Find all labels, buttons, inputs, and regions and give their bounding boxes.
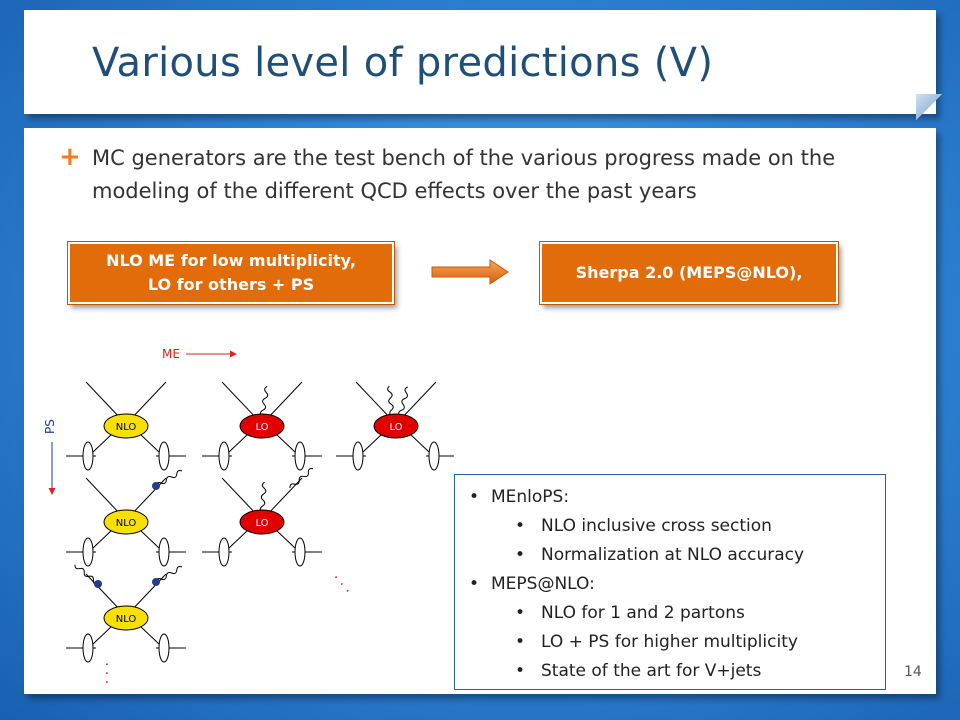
sherpa-box: Sherpa 2.0 (MEPS@NLO), <box>539 241 839 305</box>
content-panel: + MC generators are the test bench of th… <box>24 128 936 694</box>
ps-label: PS <box>43 419 57 434</box>
info-sub-item: Normalization at NLO accuracy <box>455 541 885 570</box>
dots-vertical: . . . <box>102 662 118 684</box>
lo-label: LO <box>389 422 402 433</box>
page-number: 14 <box>904 664 922 680</box>
nlo-label: NLO <box>116 614 137 625</box>
right-arrow-icon <box>431 259 509 285</box>
diagram-lo-1: LO <box>201 381 323 471</box>
diagram-lo-3: LO <box>201 466 323 567</box>
diagram-nlo-1: NLO <box>65 381 187 471</box>
main-bullet: + MC generators are the test bench of th… <box>59 142 900 208</box>
feynman-diagrams: ME PS NLO LO LO NL <box>43 347 454 684</box>
nlo-label: NLO <box>116 518 137 529</box>
bullet-text: MC generators are the test bench of the … <box>92 146 836 203</box>
nlo-me-box-line2: LO for others + PS <box>147 275 315 294</box>
lo-label: LO <box>255 422 268 433</box>
info-sub-item: State of the art for V+jets <box>455 657 885 686</box>
info-sub-item: LO + PS for higher multiplicity <box>455 628 885 657</box>
info-sub-item: NLO for 1 and 2 partons <box>455 599 885 628</box>
dots-diagonal: . . . <box>331 568 358 595</box>
nlo-me-box: NLO ME for low multiplicity, LO for othe… <box>67 241 395 305</box>
plus-bullet-icon: + <box>59 142 81 172</box>
info-heading-item: MEPS@NLO: <box>455 570 885 599</box>
lo-label: LO <box>255 518 268 529</box>
title-panel: Various level of predictions (V) <box>24 10 942 120</box>
info-box: MEnloPS:NLO inclusive cross sectionNorma… <box>454 474 886 690</box>
nlo-me-box-line1: NLO ME for low multiplicity, <box>106 251 356 270</box>
sherpa-box-label: Sherpa 2.0 (MEPS@NLO), <box>575 263 803 282</box>
info-heading-item: MEnloPS: <box>455 483 885 512</box>
info-list: MEnloPS:NLO inclusive cross sectionNorma… <box>455 475 885 686</box>
diagram-nlo-2: NLO <box>65 468 187 567</box>
info-sub-item: NLO inclusive cross section <box>455 512 885 541</box>
nlo-label: NLO <box>116 422 137 433</box>
me-label: ME <box>162 347 180 361</box>
diagram-nlo-3: NLO <box>65 562 187 663</box>
diagram-lo-2: LO <box>335 381 454 471</box>
slide-title: Various level of predictions (V) <box>92 40 714 86</box>
